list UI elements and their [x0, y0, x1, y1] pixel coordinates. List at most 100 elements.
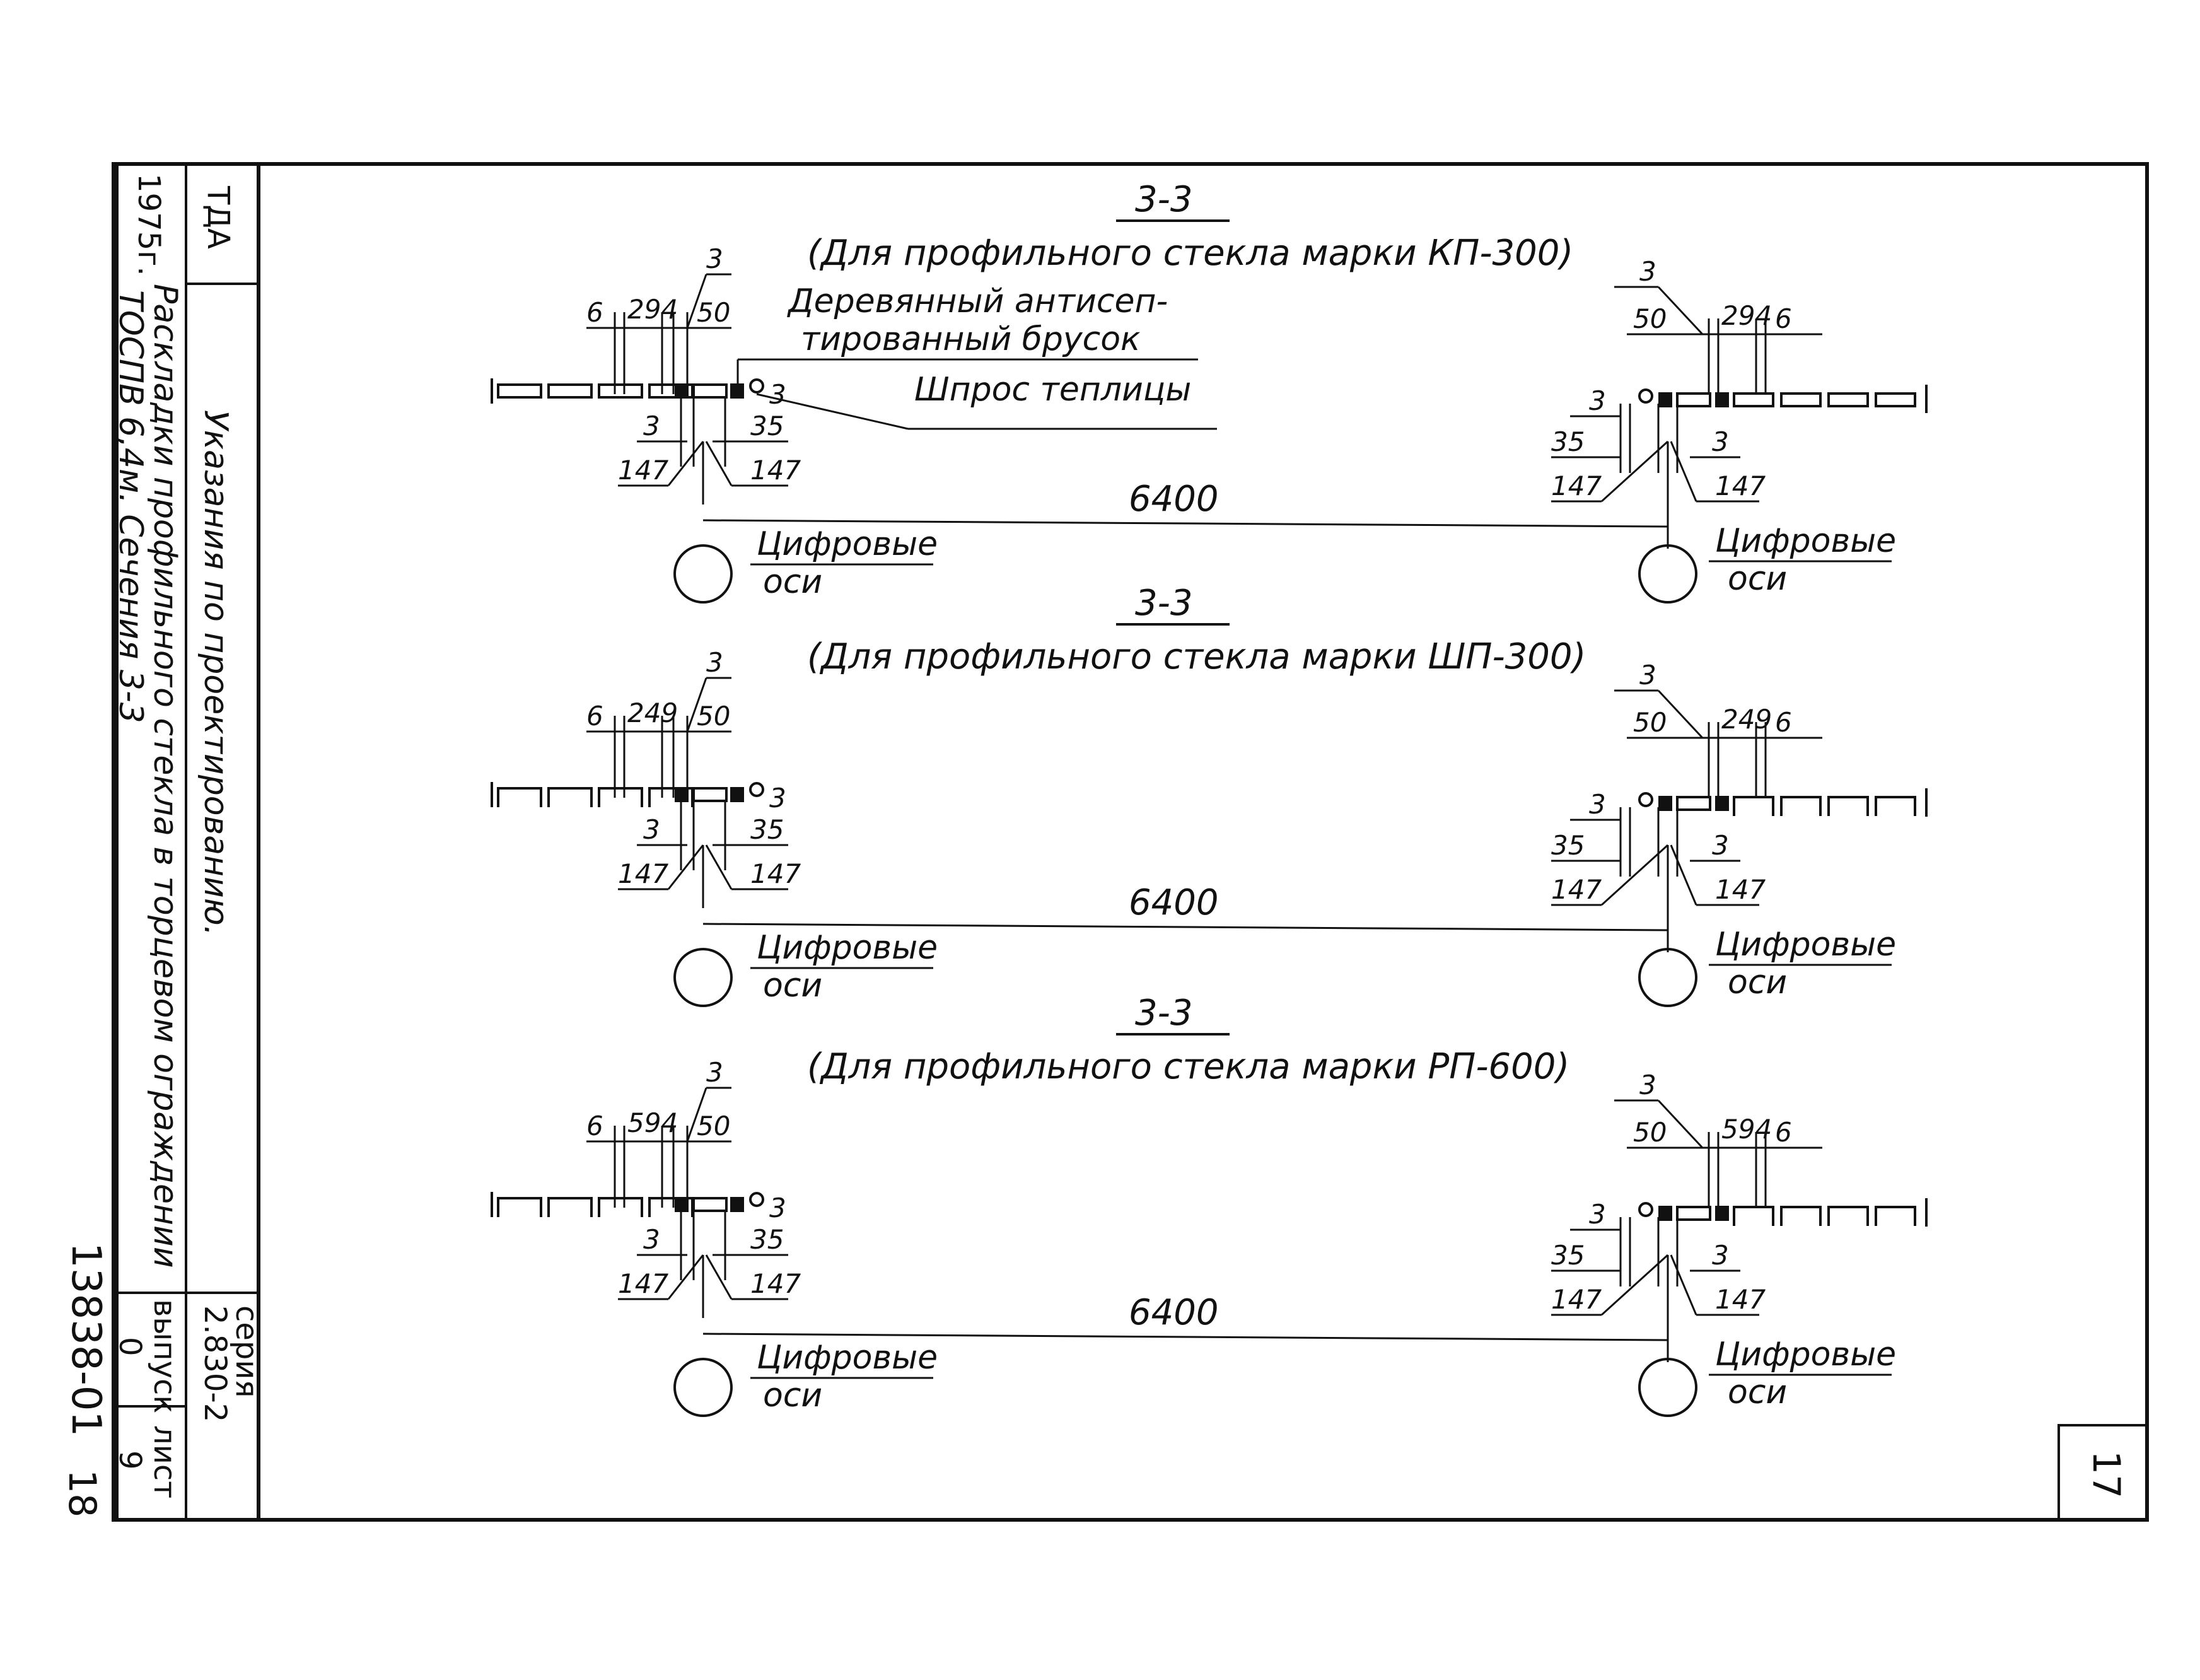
dim-joint: 3	[706, 1057, 723, 1088]
axis-marker-left	[673, 544, 733, 604]
axis-label-left-2: оси	[763, 563, 822, 601]
wood-bar	[675, 787, 689, 802]
glass-profile	[1780, 392, 1822, 407]
span-dim-line	[702, 923, 1668, 931]
dim-small3: 3	[769, 783, 786, 814]
span-label: 6400	[1129, 1292, 1219, 1333]
dim-right147: 147	[750, 455, 801, 486]
section-1: 3-3(Для профильного стекла марки КП-300)…	[491, 179, 1928, 604]
glass-profile	[547, 1197, 593, 1217]
axis-marker-left	[673, 948, 733, 1007]
axis-label-right-2: оси	[1728, 1374, 1787, 1411]
glass-profile	[1827, 1206, 1869, 1226]
leader-line	[705, 844, 733, 890]
axis-marker-left	[673, 1358, 733, 1417]
glass-profile	[497, 1197, 542, 1217]
dim-right147: 147	[750, 858, 801, 889]
axis-label-right: Цифровые	[1715, 926, 1896, 964]
dim-joint: 3	[1639, 256, 1656, 287]
leader-line	[705, 441, 733, 486]
leader-line	[686, 274, 707, 329]
dim-bar: 50	[1633, 1117, 1667, 1148]
dim-bar: 50	[1633, 707, 1667, 738]
dim-low35: 35	[1551, 1240, 1585, 1271]
leader-line	[1670, 441, 1697, 502]
dim-gap: 6	[1775, 303, 1792, 334]
dim-bar: 50	[697, 1111, 730, 1141]
dim-gap: 6	[586, 701, 603, 732]
stamp-sheet-value: 9	[112, 1450, 148, 1470]
dim-low35: 35	[1551, 426, 1585, 457]
dim-joint: 3	[1639, 660, 1656, 691]
wood-bar	[1658, 796, 1672, 811]
section-subtitle: (Для профильного стекла марки РП-600)	[807, 1046, 1569, 1087]
dim-low3: 3	[643, 1224, 660, 1255]
dim-low35: 35	[750, 411, 784, 441]
shpros-profile	[749, 1192, 764, 1207]
dim-low35: 35	[1551, 830, 1585, 861]
dim-width: 294	[627, 294, 678, 325]
dim-low3: 3	[1712, 830, 1729, 861]
axis-label-right-2: оси	[1728, 964, 1787, 1001]
dim-gap: 6	[1775, 707, 1792, 738]
span-dim-line	[702, 519, 1668, 528]
callout-wood-2: тированный брусок	[801, 320, 1141, 358]
glass-profile	[1827, 392, 1869, 407]
leader-line	[667, 844, 704, 890]
doc-number: 13838-01	[62, 1242, 109, 1437]
glass-profile	[1780, 1206, 1822, 1226]
dim-bar: 50	[697, 701, 730, 732]
dim-low3: 3	[1712, 426, 1729, 457]
glass-profile	[1676, 392, 1711, 407]
dim-low3: 3	[1712, 1240, 1729, 1271]
axis-label-right: Цифровые	[1715, 522, 1896, 560]
axis-label-left: Цифровые	[757, 1339, 938, 1377]
span-label: 6400	[1129, 882, 1219, 923]
glass-profile	[1676, 796, 1711, 811]
leader-line	[1600, 440, 1669, 503]
dim-small3: 3	[769, 1193, 786, 1223]
dim-bar: 50	[1633, 303, 1667, 334]
glass-profile	[598, 787, 643, 807]
leader-line	[667, 441, 704, 486]
stamp-series-label: серия	[229, 1305, 264, 1397]
glass-profile	[1875, 1206, 1916, 1226]
wood-bar	[730, 787, 744, 802]
stamp-sheet-label: лист	[147, 1425, 182, 1498]
glass-profile	[1733, 1206, 1774, 1226]
stamp-subtitle-line2: ТОСПВ 6,4м. Сечения 3-3	[112, 290, 149, 723]
axis-marker-right	[1638, 948, 1697, 1007]
wood-bar	[730, 383, 744, 399]
axis-label-left: Цифровые	[757, 525, 938, 563]
axis-label-left-2: оси	[763, 1377, 822, 1415]
axis-marker-right	[1638, 544, 1697, 604]
dim-width: 294	[1721, 300, 1772, 331]
stamp-series-value: 2.830-2	[197, 1305, 233, 1422]
dim-width: 249	[627, 697, 678, 728]
stamp-org: ТДА	[201, 185, 236, 249]
leader-line	[1670, 844, 1697, 906]
section-3: 3-3(Для профильного стекла марки РП-600)…	[491, 993, 1928, 1417]
dim-small3: 3	[769, 379, 786, 410]
shpros-profile	[1638, 1202, 1653, 1217]
glass-profile	[547, 383, 593, 399]
glass-profile	[1875, 796, 1916, 816]
dim-right147: 147	[1715, 1284, 1766, 1315]
stamp-title: Указания по проектированию.	[197, 410, 235, 936]
dim-low35: 35	[750, 814, 784, 845]
callout-leader	[756, 393, 909, 430]
dim-low3: 3	[643, 814, 660, 845]
dim-left147: 147	[618, 455, 668, 486]
dim-left147: 147	[618, 858, 668, 889]
dim-left147: 147	[1551, 874, 1602, 905]
stamp-issue-value: 0	[112, 1337, 148, 1356]
sections: 3-3(Для профильного стекла марки КП-300)…	[491, 179, 1928, 1417]
dim-low35: 35	[750, 1224, 784, 1255]
dim-gap: 6	[1775, 1117, 1792, 1148]
shpros-profile	[1638, 388, 1653, 404]
wood-bar	[675, 1197, 689, 1212]
leader-line	[705, 1254, 733, 1300]
span-dim-line	[702, 1333, 1668, 1341]
section-2: 3-3(Для профильного стекла марки ШП-300)…	[491, 583, 1928, 1007]
